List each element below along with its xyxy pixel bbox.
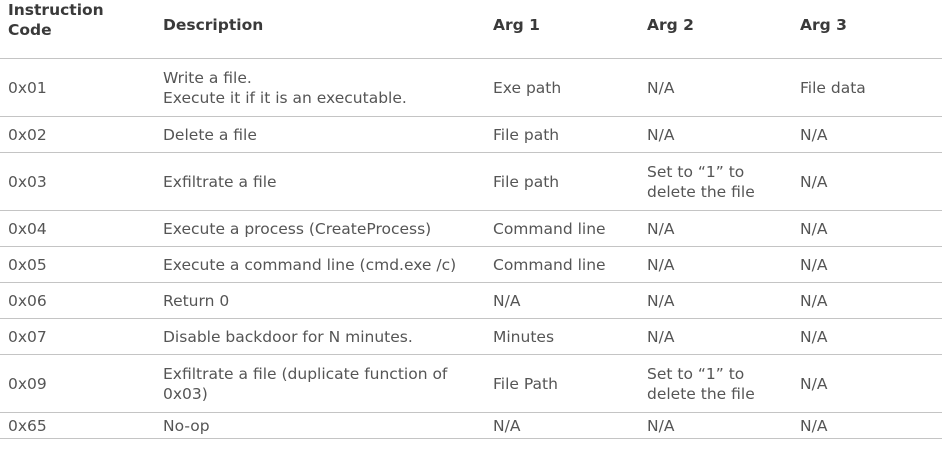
- cell-code: 0x65: [0, 412, 155, 439]
- cell-arg-3: File data: [792, 58, 942, 117]
- header-arg-1: Arg 1: [485, 0, 639, 59]
- cell-arg-1: N/A: [485, 412, 639, 439]
- cell-arg-3: N/A: [792, 152, 942, 211]
- cell-code: 0x07: [0, 318, 155, 355]
- table-row: 0x09 Exfiltrate a file (duplicate functi…: [0, 354, 942, 413]
- cell-arg-1: File path: [485, 152, 639, 211]
- table-row: 0x07 Disable backdoor for N minutes. Min…: [0, 318, 942, 355]
- cell-arg-3: N/A: [792, 210, 942, 247]
- cell-arg-2: N/A: [639, 210, 792, 247]
- cell-arg-1: N/A: [485, 282, 639, 319]
- cell-arg-2: Set to “1” to delete the file: [639, 152, 792, 211]
- cell-description: Delete a file: [155, 116, 485, 153]
- cell-code: 0x06: [0, 282, 155, 319]
- cell-arg-1: Exe path: [485, 58, 639, 117]
- cell-code: 0x04: [0, 210, 155, 247]
- cell-arg-2: N/A: [639, 412, 792, 439]
- cell-description: No-op: [155, 412, 485, 439]
- cell-arg-1: File path: [485, 116, 639, 153]
- header-arg-2: Arg 2: [639, 0, 792, 59]
- table-header-row: Instruction Code Description Arg 1 Arg 2…: [0, 0, 942, 59]
- cell-arg-1: Command line: [485, 210, 639, 247]
- cell-arg-2: Set to “1” to delete the file: [639, 354, 792, 413]
- cell-code: 0x09: [0, 354, 155, 413]
- table-row: 0x65 No-op N/A N/A N/A: [0, 412, 942, 439]
- header-arg-3: Arg 3: [792, 0, 942, 59]
- cell-description: Return 0: [155, 282, 485, 319]
- cell-code: 0x03: [0, 152, 155, 211]
- cell-arg-2: N/A: [639, 116, 792, 153]
- table-row: 0x05 Execute a command line (cmd.exe /c)…: [0, 246, 942, 283]
- table-row: 0x03 Exfiltrate a file File path Set to …: [0, 152, 942, 211]
- table-row: 0x06 Return 0 N/A N/A N/A: [0, 282, 942, 319]
- header-instruction-code: Instruction Code: [0, 0, 155, 59]
- cell-arg-1: Command line: [485, 246, 639, 283]
- cell-code: 0x05: [0, 246, 155, 283]
- table-row: 0x01 Write a file. Execute it if it is a…: [0, 58, 942, 117]
- instruction-table: Instruction Code Description Arg 1 Arg 2…: [0, 0, 942, 439]
- cell-arg-3: N/A: [792, 116, 942, 153]
- cell-arg-2: N/A: [639, 58, 792, 117]
- cell-description: Execute a command line (cmd.exe /c): [155, 246, 485, 283]
- cell-description: Exfiltrate a file: [155, 152, 485, 211]
- cell-description: Write a file. Execute it if it is an exe…: [155, 58, 485, 117]
- table-row: 0x04 Execute a process (CreateProcess) C…: [0, 210, 942, 247]
- cell-description: Execute a process (CreateProcess): [155, 210, 485, 247]
- cell-code: 0x02: [0, 116, 155, 153]
- cell-description: Exfiltrate a file (duplicate function of…: [155, 354, 485, 413]
- cell-arg-3: N/A: [792, 282, 942, 319]
- header-description: Description: [155, 0, 485, 59]
- cell-arg-2: N/A: [639, 282, 792, 319]
- cell-arg-3: N/A: [792, 412, 942, 439]
- cell-description: Disable backdoor for N minutes.: [155, 318, 485, 355]
- cell-arg-3: N/A: [792, 354, 942, 413]
- cell-arg-3: N/A: [792, 246, 942, 283]
- cell-arg-2: N/A: [639, 318, 792, 355]
- table-row: 0x02 Delete a file File path N/A N/A: [0, 116, 942, 153]
- cell-arg-1: Minutes: [485, 318, 639, 355]
- cell-arg-1: File Path: [485, 354, 639, 413]
- cell-code: 0x01: [0, 58, 155, 117]
- cell-arg-2: N/A: [639, 246, 792, 283]
- cell-arg-3: N/A: [792, 318, 942, 355]
